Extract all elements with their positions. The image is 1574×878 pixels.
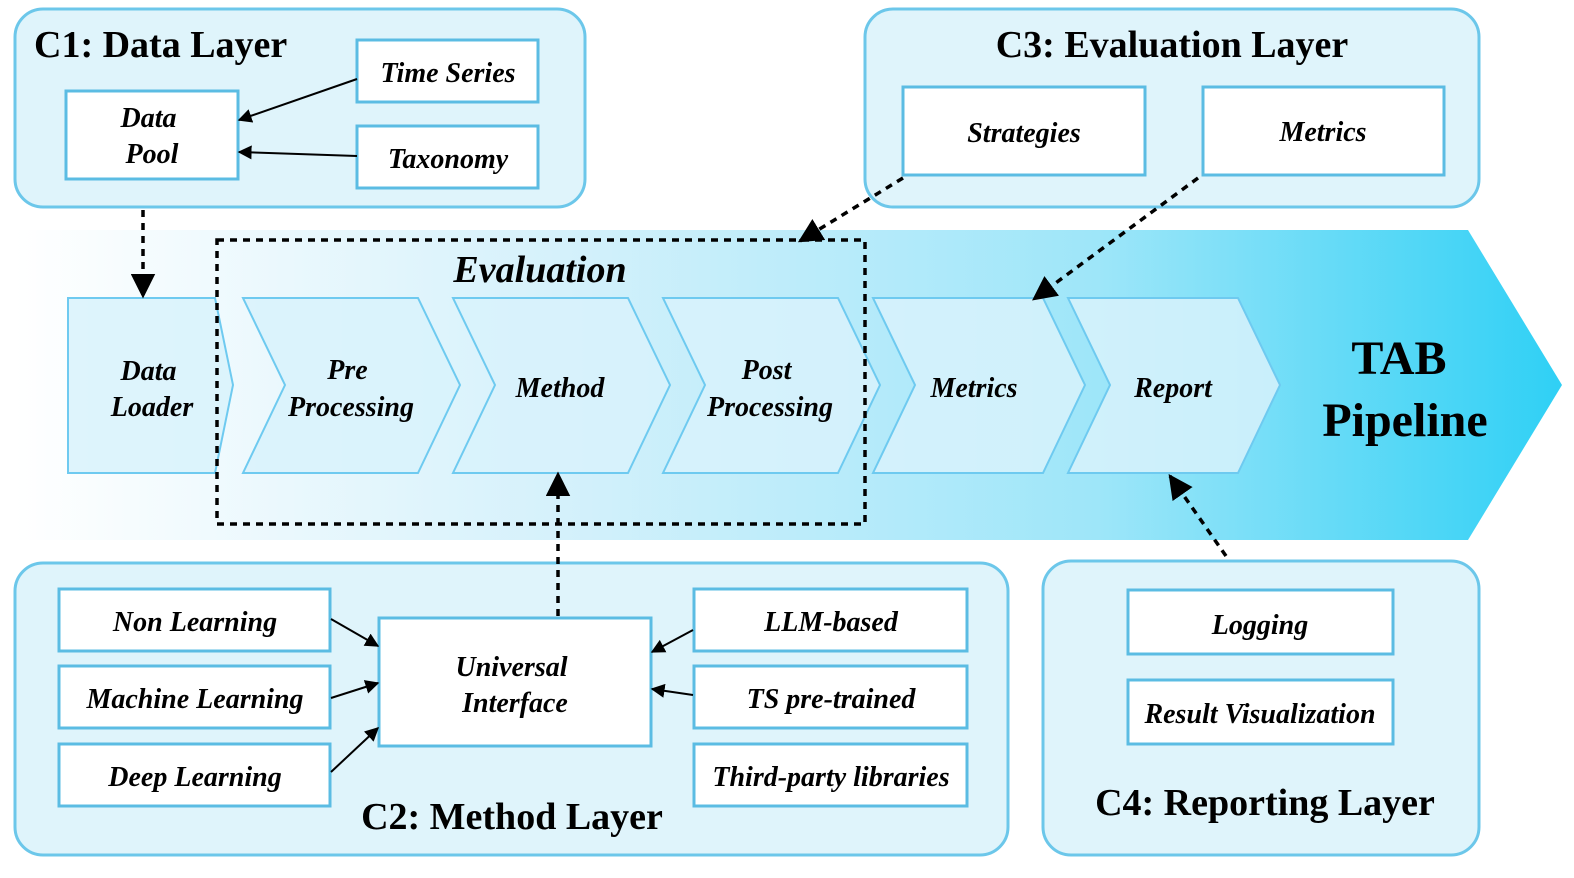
pipeline-step-report: Report [1133,373,1213,404]
non-learning-box [57,587,332,653]
pipeline-step-postprocessing-shape [661,297,882,474]
evaluation-label: Evaluation [452,249,626,291]
strategies-label: Strategies [967,118,1081,149]
data-pool-box [64,89,240,181]
pipeline-step-data-loader: Data Loader [110,356,195,423]
c3-metrics-box [1201,85,1446,177]
pipeline-step-method-shape [451,297,672,474]
llm-based-box [692,587,969,653]
pipeline-step-metrics: Metrics [929,373,1017,404]
machine-learning-box [57,664,332,730]
llm-based-arrow [650,629,694,653]
non-learning-arrow [330,618,380,647]
taxonomy-to-pool-arrow [237,145,358,160]
time-series-box [355,38,540,104]
evaluation-frame [215,238,867,526]
universal-interface-box [377,616,653,748]
universal-interface-label: Universal Interface [456,652,575,719]
c4-title: C4: Reporting Layer [1095,782,1435,824]
time-series-label: Time Series [380,58,515,89]
machine-learning-arrow [330,680,380,699]
deep-learning-arrow [330,727,380,773]
ts-pretrained-label: TS pre-trained [747,684,917,715]
taxonomy-box [355,124,540,190]
deep-learning-box [57,742,332,808]
pipeline-step-data-loader-shape [67,297,235,474]
third-party-libraries-label: Third-party libraries [712,762,949,793]
result-visualization-box [1126,678,1395,746]
logging-box [1126,588,1395,656]
deep-learning-label: Deep Learning [107,762,281,793]
taxonomy-label: Taxonomy [388,144,509,175]
metrics-to-pipeline-arrow [1032,176,1200,301]
c3-title: C3: Evaluation Layer [996,24,1349,66]
result-visualization-label: Result Visualization [1143,699,1375,730]
pipeline-step-method: Method [515,373,606,404]
pipeline-step-preprocessing: Pre Processing [287,355,414,423]
logging-label: Logging [1211,610,1308,641]
non-learning-label: Non Learning [112,607,277,638]
c2-title: C2: Method Layer [361,796,663,838]
pipeline-step-postprocessing: Post Processing [706,355,833,423]
ts-pretrained-arrow [650,683,694,698]
pipeline-step-preprocessing-shape [241,297,462,474]
machine-learning-label: Machine Learning [85,684,303,715]
third-party-libraries-box [692,742,969,808]
c1-title: C1: Data Layer [34,24,287,66]
data-pool-label: Data Pool [120,103,184,170]
reporting-to-report-arrow [1168,473,1228,558]
ts-pretrained-box [692,664,969,730]
llm-based-label: LLM-based [763,607,899,638]
time-series-to-pool-arrow [237,78,358,123]
strategies-box [901,85,1147,177]
pipeline-title: TAB Pipeline [1322,332,1487,447]
pipeline-step-report-shape [1066,297,1282,474]
c3-metrics-label: Metrics [1278,117,1366,148]
